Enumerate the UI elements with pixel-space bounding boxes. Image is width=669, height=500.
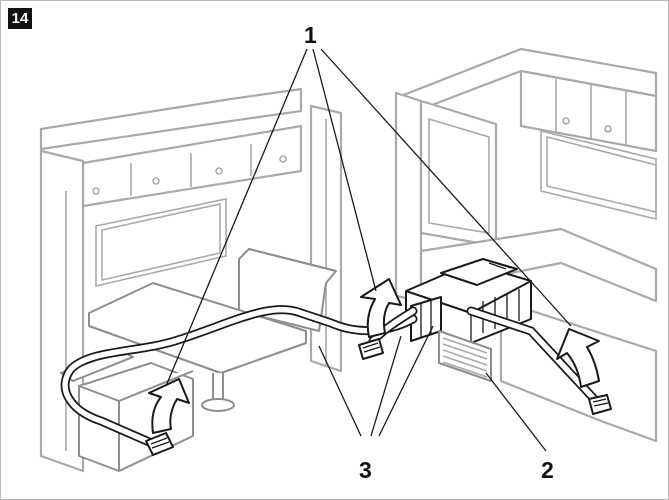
callout-label-2: 2 (541, 457, 554, 483)
airflow-arrow-middle (360, 278, 402, 338)
airflow-arrow-right (556, 328, 600, 388)
air-outlet-middle (358, 338, 384, 360)
air-outlet-left (145, 432, 174, 456)
figure-number-badge: 14 (8, 8, 32, 29)
airflow-arrows (148, 278, 600, 434)
air-ducts (60, 305, 601, 450)
air-outlets (145, 338, 612, 456)
dinette-furniture (60, 248, 337, 472)
vent-grille (438, 330, 492, 382)
airflow-arrow-left (148, 378, 190, 434)
air-outlet-right (588, 394, 612, 415)
leader-lines (165, 48, 572, 452)
callout-label-1: 1 (304, 22, 317, 48)
callout-label-3: 3 (359, 457, 372, 483)
